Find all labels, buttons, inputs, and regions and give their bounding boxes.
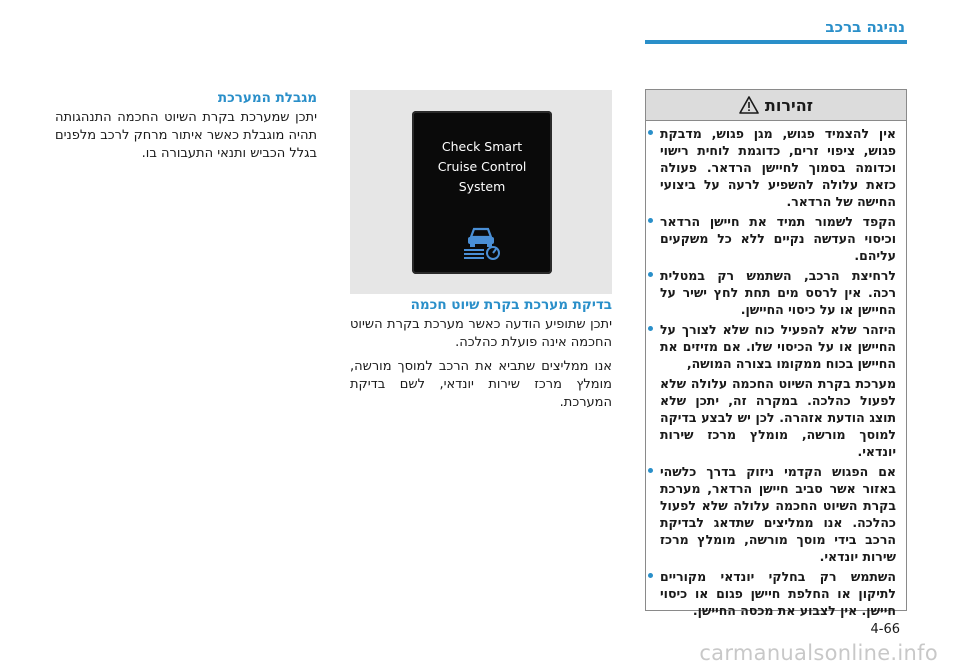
header-rule [645, 40, 907, 44]
warning-title: זהירות [764, 95, 814, 115]
smart-cruise-car-icon [464, 227, 500, 260]
paragraph: יתכן שתופיע הודעה כאשר מערכת בקרת השיוט … [350, 317, 612, 350]
display-line: Cruise Control [437, 159, 527, 174]
warning-item: הקפד לשמור תמיד את חיישן הרדאר וכיסוי הע… [648, 213, 896, 264]
warning-list: אין להצמיד פגוש, מגן פגוש, מדבקת פגוש, צ… [646, 121, 906, 619]
warning-item: מערכת בקרת השיוט החכמה עלולה שלא לפעול כ… [660, 376, 896, 459]
page-number: 4-66 [870, 622, 900, 637]
bullet-icon [648, 272, 653, 277]
header-title: נהיגה ברכב [825, 18, 905, 36]
bullet-icon [648, 468, 653, 473]
warning-header: זהירות [646, 90, 906, 121]
left-section: מגבלת המערכת יתכן שמערכת בקרת השיוט החכמ… [55, 89, 317, 169]
warning-item: היזהר שלא להפעיל כוח שלא לצורך על החיישן… [648, 321, 896, 372]
warning-item: אין להצמיד פגוש, מגן פגוש, מדבקת פגוש, צ… [648, 125, 896, 210]
display-line: Check Smart [441, 139, 523, 154]
bullet-icon [648, 573, 653, 578]
paragraph: אנו ממליצים שתביא את הרכב למוסך מורשה, מ… [350, 359, 612, 410]
section-title: בדיקת מערכת בקרת שיוט חכמה [410, 297, 612, 313]
warning-triangle-icon [739, 96, 759, 114]
warning-item: אם הפגוש הקדמי ניזוק בדרך כלשהי באזור אש… [648, 463, 896, 565]
section-title: מגבלת המערכת [217, 90, 317, 106]
warning-item: לרחיצת הרכב, השתמש רק במטלית רכה. אין לר… [648, 267, 896, 318]
cluster-image-panel: Check Smart Cruise Control System [350, 90, 612, 294]
watermark: carmanualsonline.info [699, 641, 938, 665]
cluster-display: Check Smart Cruise Control System [412, 111, 552, 274]
display-line: System [458, 179, 506, 194]
middle-section: בדיקת מערכת בקרת שיוט חכמה יתכן שתופיע ה… [350, 296, 612, 418]
warning-item: השתמש רק בחלקי יונדאי מקוריים לתיקון או … [648, 568, 896, 619]
warning-box: זהירות אין להצמיד פגוש, מגן פגוש, מדבקת … [645, 89, 907, 618]
bullet-icon [648, 130, 653, 135]
bullet-icon [648, 326, 653, 331]
bullet-icon [648, 218, 653, 223]
paragraph: יתכן שמערכת בקרת השיוט החכמה התנהגותה תה… [55, 110, 317, 161]
